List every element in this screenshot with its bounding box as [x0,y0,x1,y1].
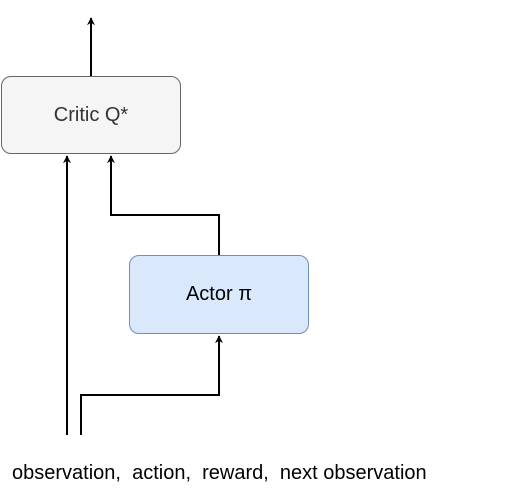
actor-label: Actor π [185,283,253,305]
edge-actor-critic [107,155,220,255]
critic-label: Critic Q* [53,103,129,126]
actor-node: Actor π [129,255,309,334]
edge-inputs-actor [80,335,223,435]
inputs-label: observation, action, reward, next observ… [12,462,427,484]
critic-node: Critic Q* [1,76,181,154]
